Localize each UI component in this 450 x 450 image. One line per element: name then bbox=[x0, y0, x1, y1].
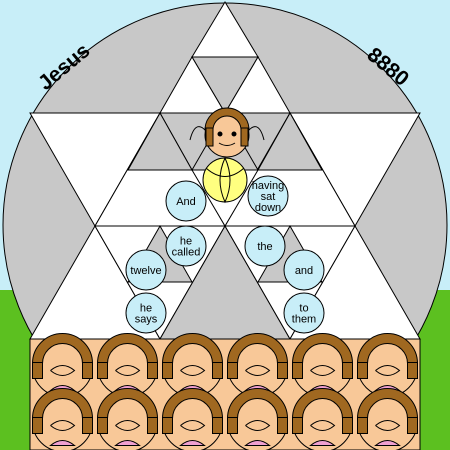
jesus-face-icon bbox=[189, 107, 265, 158]
word-text: down bbox=[255, 202, 281, 214]
word-text: says bbox=[135, 314, 158, 326]
word-text: he bbox=[140, 303, 152, 315]
word-circle: twelve bbox=[125, 249, 167, 291]
word-text: the bbox=[257, 241, 272, 253]
apostle-face-icon bbox=[356, 388, 419, 450]
word-circle-shape bbox=[165, 225, 207, 267]
halo-icon bbox=[202, 157, 248, 204]
apostle-face-icon bbox=[226, 333, 289, 397]
apostle-face-icon bbox=[291, 333, 354, 397]
word-text: to bbox=[299, 303, 308, 315]
word-circle-shape bbox=[247, 175, 289, 217]
word-circle-shape bbox=[165, 180, 207, 222]
word-text: having bbox=[252, 180, 284, 192]
apostle-face-icon bbox=[161, 388, 224, 450]
hex-triangle-ur-inner bbox=[257, 111, 323, 171]
word-text: And bbox=[176, 196, 196, 208]
word-circle-shape bbox=[283, 292, 325, 334]
lotus-icon bbox=[374, 440, 401, 446]
word-text: them bbox=[292, 314, 316, 326]
apostle-face-icon bbox=[31, 388, 94, 450]
apostle-face-icon bbox=[226, 388, 289, 450]
word-circle: the bbox=[244, 225, 286, 267]
word-circle: And bbox=[165, 180, 207, 222]
apostle-face-icon bbox=[31, 333, 94, 397]
word-circle-shape bbox=[283, 249, 325, 291]
apostle-face-icon bbox=[356, 333, 419, 397]
word-text: and bbox=[295, 265, 313, 277]
apostle-face-icon bbox=[96, 333, 159, 397]
lotus-icon bbox=[179, 440, 206, 446]
word-text: he bbox=[180, 236, 192, 248]
lotus-icon bbox=[309, 440, 336, 446]
lotus-icon bbox=[114, 440, 141, 446]
word-circle: and bbox=[283, 249, 325, 291]
lotus-icon bbox=[244, 440, 271, 446]
apostle-face-icon bbox=[291, 388, 354, 450]
apostle-face-icon bbox=[161, 333, 224, 397]
hex-triangle-ul-inner bbox=[127, 111, 193, 171]
word-circle-shape bbox=[125, 249, 167, 291]
word-circle-shape bbox=[125, 292, 167, 334]
word-text: twelve bbox=[130, 265, 161, 277]
word-circle-shape bbox=[244, 225, 286, 267]
crowd-background bbox=[29, 338, 421, 450]
word-text: called bbox=[172, 247, 201, 259]
word-text: sat bbox=[261, 191, 276, 203]
lotus-icon bbox=[49, 440, 76, 446]
apostle-face-icon bbox=[96, 388, 159, 450]
apostle-crowd bbox=[29, 333, 421, 450]
